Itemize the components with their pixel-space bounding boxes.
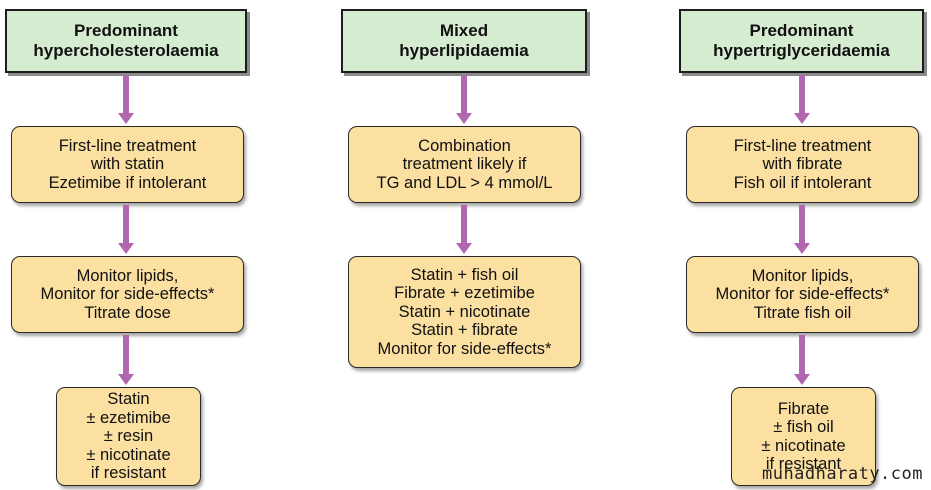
step-line: if resistant	[90, 464, 167, 483]
flow-arrow	[794, 205, 810, 254]
step-line: treatment likely if	[402, 155, 527, 174]
step-line: First-line treatment	[58, 136, 197, 155]
step-line: Monitor for side-effects*	[40, 285, 215, 304]
flow-arrow	[118, 75, 134, 124]
step-box-fibrate-resistant: Fibrate ± fish oil ± nicotinate if resis…	[731, 387, 876, 486]
step-line: Titrate dose	[84, 303, 171, 322]
header-line: hyperlipidaemia	[399, 41, 529, 60]
step-line: with fibrate	[762, 155, 843, 174]
header-mixed-hyperlipidaemia: Mixed hyperlipidaemia	[341, 9, 587, 73]
header-line: hypertriglyceridaemia	[713, 41, 890, 60]
flow-arrow	[118, 335, 134, 385]
step-line: Fibrate + ezetimibe	[394, 284, 535, 303]
header-hypertriglyceridaemia: Predominant hypertriglyceridaemia	[679, 9, 924, 73]
step-box-monitor-lipids: Monitor lipids, Monitor for side-effects…	[11, 256, 244, 333]
step-line: TG and LDL > 4 mmol/L	[376, 173, 553, 192]
flow-arrow	[456, 205, 472, 254]
step-box-first-line-statin: First-line treatment with statin Ezetimi…	[11, 126, 244, 203]
step-line: ± nicotinate	[86, 445, 171, 464]
step-line: ± nicotinate	[761, 436, 846, 455]
step-line: Monitor lipids,	[751, 266, 854, 285]
step-line: Monitor for side-effects*	[377, 339, 552, 358]
step-line: ± resin	[103, 427, 154, 446]
step-line: Fish oil if intolerant	[733, 173, 872, 192]
step-line: Monitor lipids,	[76, 266, 179, 285]
step-line: Fibrate	[777, 399, 830, 418]
flow-arrow	[456, 75, 472, 124]
flow-arrow	[118, 205, 134, 254]
step-line: Combination	[418, 136, 511, 155]
header-line: Predominant	[749, 21, 854, 40]
header-line: Predominant	[74, 21, 178, 40]
header-hypercholesterolaemia: Predominant hypercholesterolaemia	[5, 9, 247, 73]
step-box-monitor-fish-oil: Monitor lipids, Monitor for side-effects…	[686, 256, 919, 333]
flow-arrow	[794, 75, 810, 124]
step-box-statin-resistant: Statin ± ezetimibe ± resin ± nicotinate …	[56, 387, 201, 486]
step-line: if resistant	[765, 455, 842, 473]
step-box-combination-options: Statin + fish oil Fibrate + ezetimibe St…	[348, 256, 581, 368]
header-line: Mixed	[439, 21, 489, 40]
step-line: Statin	[107, 390, 150, 409]
step-line: First-line treatment	[733, 136, 872, 155]
step-line: Statin + fibrate	[411, 321, 518, 340]
step-line: Ezetimibe if intolerant	[48, 173, 207, 192]
step-box-combination-treatment: Combination treatment likely if TG and L…	[348, 126, 581, 203]
watermark: muhadharaty.com	[761, 464, 923, 484]
step-line: ± fish oil	[773, 418, 834, 436]
step-box-first-line-fibrate: First-line treatment with fibrate Fish o…	[686, 126, 919, 203]
step-line: ± ezetimibe	[86, 408, 171, 427]
header-line: hypercholesterolaemia	[33, 41, 219, 60]
step-line: Statin + nicotinate	[398, 302, 531, 321]
step-line: with statin	[90, 155, 165, 174]
flow-arrow	[794, 335, 810, 385]
step-line: Statin + fish oil	[410, 265, 519, 284]
step-line: Monitor for side-effects*	[715, 285, 890, 304]
step-line: Titrate fish oil	[753, 303, 852, 322]
